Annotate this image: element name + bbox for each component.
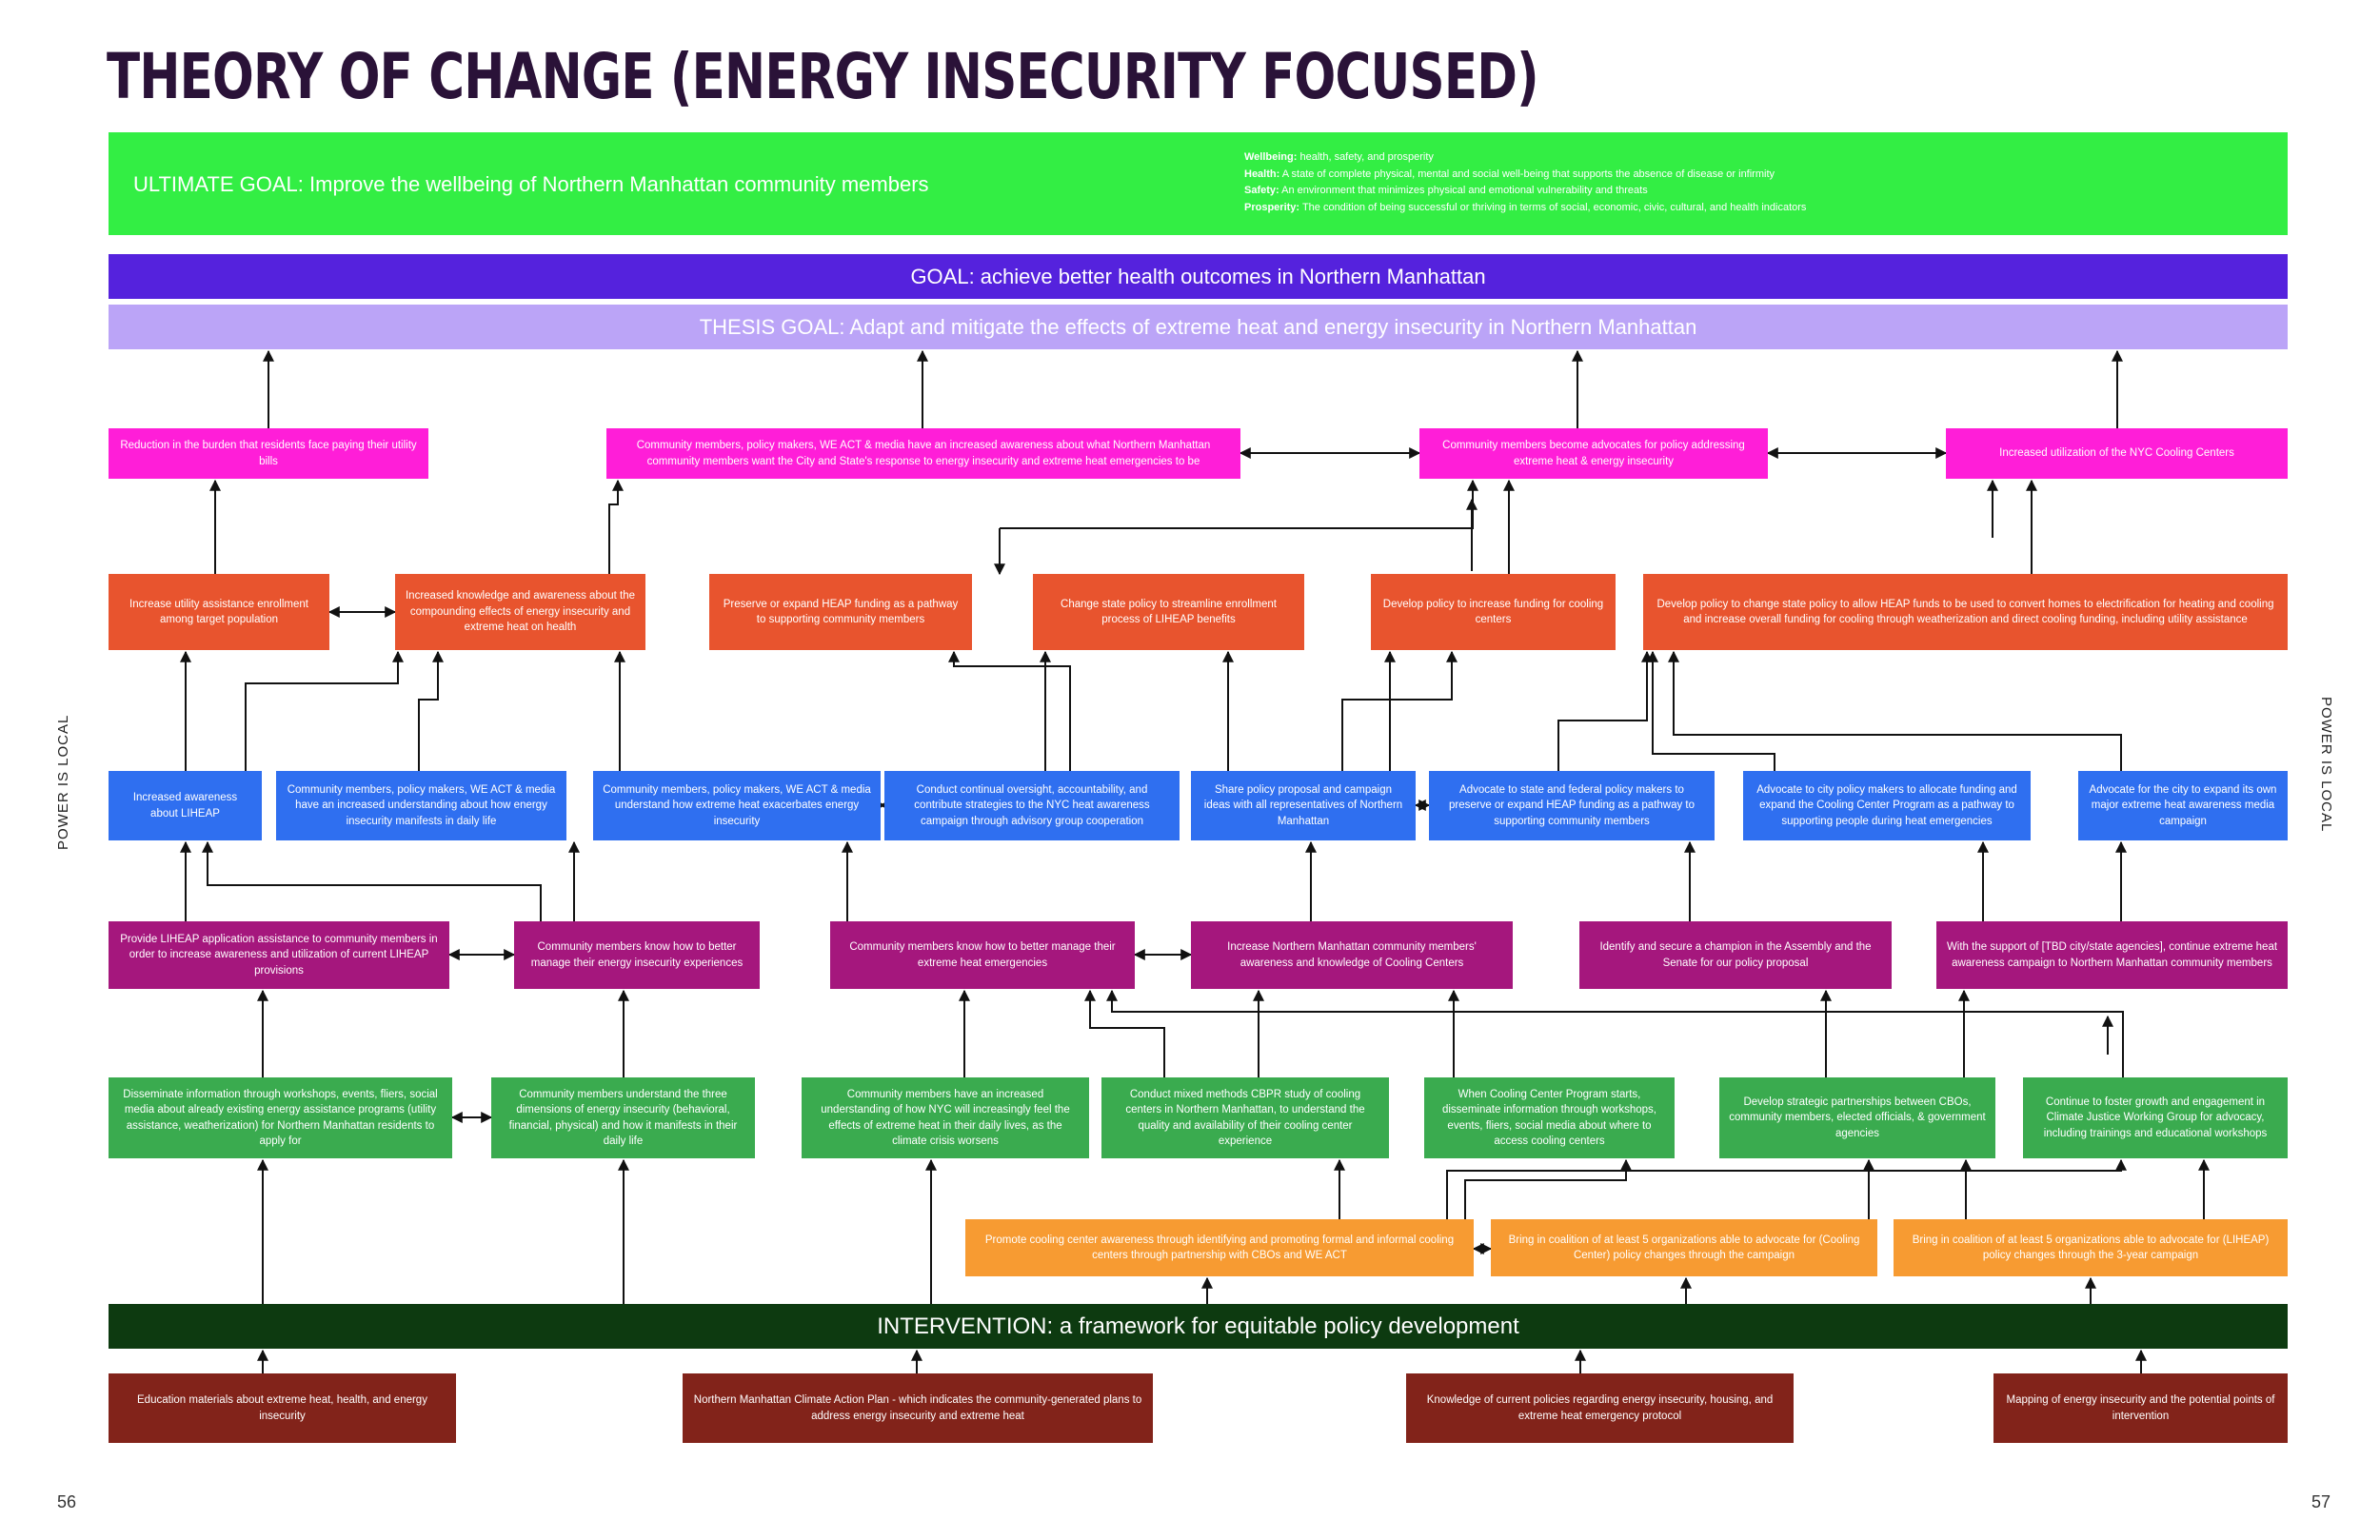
coalition-cooling-center-policy: Bring in coalition of at least 5 organiz… [1491, 1219, 1877, 1276]
early-disseminate-assistance-info: Disseminate information through workshop… [109, 1077, 452, 1158]
activity-liheap-application-assistance: Provide LIHEAP application assistance to… [109, 921, 449, 989]
early-cbpr-study: Conduct mixed methods CBPR study of cool… [1101, 1077, 1389, 1158]
connector-arrow-22 [1647, 650, 1775, 771]
connector-arrow-26 [1341, 650, 1458, 771]
page-title: THEORY OF CHANGE (ENERGY INSECURITY FOCU… [107, 40, 1539, 113]
mid-media-campaign: Advocate for the city to expand its own … [2078, 771, 2288, 840]
connector-arrow-52 [1464, 1158, 1632, 1219]
ultimate-goal-label: ULTIMATE GOAL: [133, 172, 304, 196]
outcome-community-advocates: Community members become advocates for p… [1419, 428, 1768, 479]
definition-safety: Safety: An environment that minimizes ph… [1244, 185, 1648, 196]
mid-understanding-energy-insecurity: Community members, policy makers, WE ACT… [276, 771, 566, 840]
outcome-utility-burden: Reduction in the burden that residents f… [109, 428, 428, 479]
mid-oversight-accountability: Conduct continual oversight, accountabil… [884, 771, 1180, 840]
mid-liheap-awareness: Increased awareness about LIHEAP [109, 771, 262, 840]
mid-share-policy-proposal: Share policy proposal and campaign ideas… [1191, 771, 1416, 840]
outcome-stakeholder-awareness: Community members, policy makers, WE ACT… [606, 428, 1240, 479]
early-cooling-center-info: When Cooling Center Program starts, diss… [1424, 1077, 1675, 1158]
mid-advocate-state-federal: Advocate to state and federal policy mak… [1429, 771, 1715, 840]
connector-arrow-25 [948, 650, 1071, 771]
wellbeing-definitions: Wellbeing: health, safety, and prosperit… [1244, 149, 1806, 216]
ultimate-goal-statement: Improve the wellbeing of Northern Manhat… [309, 172, 929, 196]
policy-streamline-liheap: Change state policy to streamline enroll… [1033, 574, 1304, 650]
early-climate-justice-working-group: Continue to foster growth and engagement… [2023, 1077, 2288, 1158]
connector-arrow-47 [1084, 989, 1165, 1077]
connector-arrow-31 [202, 840, 542, 921]
definition-prosperity: Prosperity: The condition of being succe… [1244, 201, 1807, 213]
definition-wellbeing: Wellbeing: health, safety, and prosperit… [1244, 151, 1434, 163]
policy-utility-assistance-enrollment: Increase utility assistance enrollment a… [109, 574, 329, 650]
input-energy-insecurity-mapping: Mapping of energy insecurity and the pot… [1993, 1373, 2288, 1443]
connector-arrow-11 [1000, 479, 1478, 529]
input-policy-knowledge: Knowledge of current policies regarding … [1406, 1373, 1794, 1443]
activity-manage-heat-emergencies: Community members know how to better man… [830, 921, 1135, 989]
connector-arrow-48 [1106, 989, 2124, 1077]
policy-cooling-center-funding: Develop policy to increase funding for c… [1371, 574, 1616, 650]
goal-band: GOAL: achieve better health outcomes in … [109, 254, 2288, 299]
outcome-cooling-center-utilization: Increased utilization of the NYC Cooling… [1946, 428, 2288, 479]
connector-arrow-24 [1668, 650, 2122, 771]
input-education-materials: Education materials about extreme heat, … [109, 1373, 456, 1443]
mid-advocate-city-cooling: Advocate to city policy makers to alloca… [1743, 771, 2031, 840]
ultimate-goal-text: ULTIMATE GOAL: Improve the wellbeing of … [133, 172, 929, 197]
input-climate-action-plan: Northern Manhattan Climate Action Plan -… [683, 1373, 1153, 1443]
activity-cooling-center-awareness: Increase Northern Manhattan community me… [1191, 921, 1513, 989]
activity-secure-champion: Identify and secure a champion in the As… [1579, 921, 1892, 989]
activity-heat-awareness-campaign: With the support of [TBD city/state agen… [1936, 921, 2288, 989]
connector-arrow-23 [1557, 650, 1653, 771]
early-climate-crisis-understanding: Community members have an increased unde… [802, 1077, 1089, 1158]
connector-arrow-8 [608, 479, 624, 574]
policy-knowledge-compounding-effects: Increased knowledge and awareness about … [395, 574, 645, 650]
page-number-right: 57 [2311, 1492, 2331, 1511]
policy-heap-electrification: Develop policy to change state policy to… [1643, 574, 2288, 650]
definition-health: Health: A state of complete physical, me… [1244, 168, 1775, 180]
ultimate-goal-band: ULTIMATE GOAL: Improve the wellbeing of … [109, 132, 2288, 235]
activity-manage-energy-insecurity: Community members know how to better man… [514, 921, 760, 989]
early-three-dimensions: Community members understand the three d… [491, 1077, 755, 1158]
side-label-right: POWER IS LOCAL [2318, 697, 2334, 833]
connector-arrow-17 [245, 650, 404, 771]
intervention-band: INTERVENTION: a framework for equitable … [109, 1304, 2288, 1349]
early-strategic-partnerships: Develop strategic partnerships between C… [1719, 1077, 1995, 1158]
coalition-promote-cooling-centers: Promote cooling center awareness through… [965, 1219, 1474, 1276]
mid-understanding-extreme-heat: Community members, policy makers, WE ACT… [593, 771, 881, 840]
thesis-goal-band: THESIS GOAL: Adapt and mitigate the effe… [109, 305, 2288, 349]
connector-arrow-56 [1446, 1158, 2127, 1219]
page-number-left: 56 [57, 1492, 77, 1511]
side-label-left: POWER IS LOCAL [55, 714, 71, 850]
policy-preserve-heap-funding: Preserve or expand HEAP funding as a pat… [709, 574, 972, 650]
connector-arrow-16 [418, 650, 444, 771]
coalition-liheap-policy: Bring in coalition of at least 5 organiz… [1894, 1219, 2288, 1276]
